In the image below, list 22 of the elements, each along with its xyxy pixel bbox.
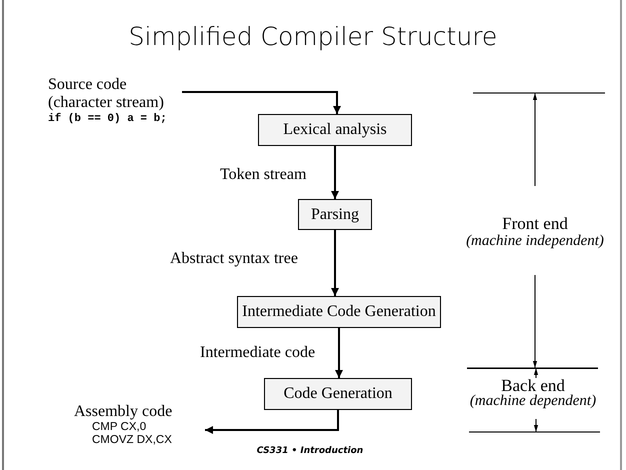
input-label: Source code (character stream) bbox=[48, 76, 165, 112]
arrow bbox=[205, 410, 339, 434]
title: Simplified Compiler Structure bbox=[128, 22, 498, 51]
arrow bbox=[331, 230, 339, 296]
code-snippet: if (b == 0) a = b; bbox=[48, 113, 167, 125]
edge-label: Token stream bbox=[220, 166, 306, 184]
output-label: Assembly code bbox=[74, 403, 174, 421]
process-box: Code Generation bbox=[264, 378, 412, 410]
edge-label: Abstract syntax tree bbox=[170, 250, 298, 268]
code-snippet: CMP CX,0 CMOVZ DX,CX bbox=[92, 421, 173, 447]
section-note: (machine independent) bbox=[466, 233, 604, 250]
section-label: Back end bbox=[501, 376, 565, 395]
edge-label: Intermediate code bbox=[200, 344, 316, 362]
process-box: Intermediate Code Generation bbox=[237, 296, 441, 328]
arrow bbox=[335, 328, 343, 378]
section-label: Front end bbox=[502, 214, 568, 234]
arrow bbox=[182, 91, 341, 114]
arrow bbox=[331, 146, 339, 199]
section-note: (machine dependent) bbox=[470, 393, 596, 410]
process-box: Lexical analysis bbox=[258, 114, 412, 146]
footer-text: CS331 • Introduction bbox=[256, 446, 364, 456]
process-box: Parsing bbox=[298, 199, 372, 230]
